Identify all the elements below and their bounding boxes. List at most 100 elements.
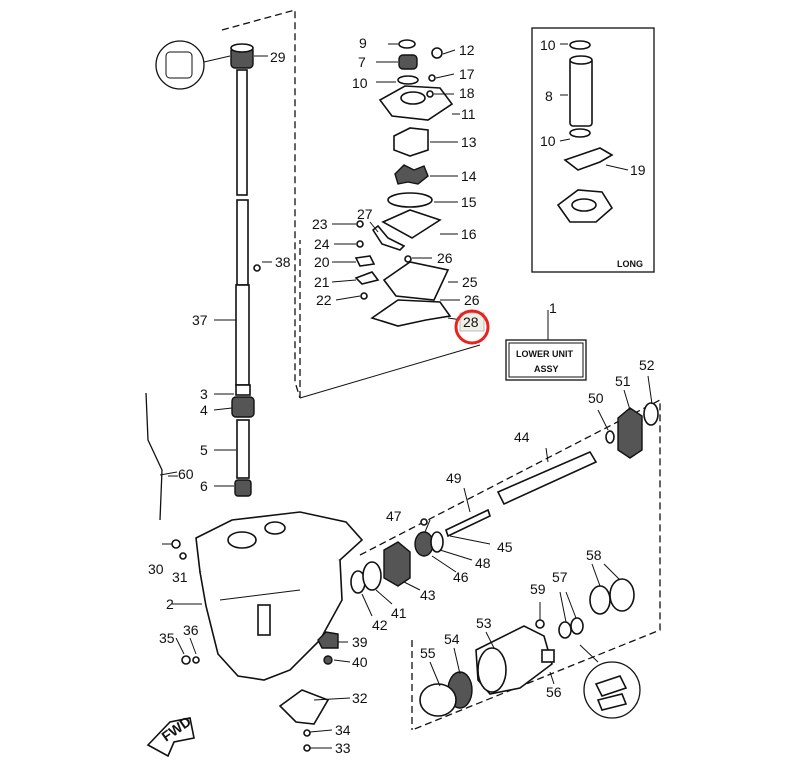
callout-19: 19 [630,162,646,178]
part-27-strap [371,224,406,251]
part-16-outer-plate [381,209,442,239]
water-pump-stack [354,39,454,327]
callout-59: 59 [530,581,546,597]
callout-26-upper: 26 [437,250,453,266]
part-2-lower-casing [171,511,364,752]
part-60-shift-rod [145,392,178,521]
drive-shaft-assembly [155,40,261,497]
part-6-pinion [234,479,252,497]
long-label: LONG [617,259,643,269]
callout-31: 31 [172,569,188,585]
callout-54: 54 [444,631,460,647]
callout-37: 37 [192,312,208,328]
lower-unit-line1: LOWER UNIT [516,349,573,359]
callout-39: 39 [352,634,368,650]
callout-44: 44 [514,429,530,445]
part-4-bearing [231,396,255,418]
part-25-gasket [382,261,450,301]
part-48-spring [430,531,444,553]
callout-23: 23 [312,216,328,232]
callout-12: 12 [459,42,475,58]
callout-2: 2 [166,596,174,612]
part-31-washer [179,552,187,560]
callout-27: 27 [357,206,373,222]
callout-5: 5 [200,442,208,458]
callout-38: 38 [275,254,291,270]
callout-50: 50 [588,390,604,406]
callout-36: 36 [183,622,199,638]
callout-32: 32 [352,690,368,706]
callout-21: 21 [314,274,330,290]
callout-20: 20 [314,254,330,270]
pump-group-frame [221,9,481,399]
callout-41: 41 [391,605,407,621]
part-40-gasket [323,655,333,665]
part-24-washer [356,240,364,248]
part-36-washer [192,656,200,664]
detail-circle-57 [583,661,641,719]
highlight-marker-28[interactable]: 28 [454,309,490,345]
part-37-drive-shaft [235,284,250,386]
callout-11: 11 [461,106,476,122]
part-35-bolt [181,655,191,665]
part-46-clutch [414,531,434,557]
lower-unit-assy: LOWER UNIT ASSY [505,310,587,381]
part-58-oring-b [609,578,635,612]
part-14-impeller [394,164,429,185]
callout-58: 58 [586,547,602,563]
part-51-reverse-gear [617,407,643,459]
callout-33: 33 [335,740,351,756]
callout-14: 14 [461,168,477,184]
callout-30: 30 [148,561,164,577]
part-47-pin [420,518,428,526]
part-52-shim [643,402,659,426]
callout-51: 51 [615,373,631,389]
part-41-bearing [362,561,382,591]
part-55-oring [419,683,457,717]
callout-55: 55 [420,645,436,661]
part-17-bolt [428,74,436,82]
callout-35: 35 [159,630,175,646]
callout-10-long-bottom: 10 [540,133,556,149]
callout-48: 48 [475,555,491,571]
callout-53: 53 [476,615,492,631]
leader-lines [159,43,653,749]
callout-10-long-top: 10 [540,37,556,53]
part-59-bolt [535,619,545,629]
callout-47: 47 [386,508,402,524]
part-21-plate [354,271,380,285]
callout-16: 16 [461,226,477,242]
callout-60: 60 [178,466,194,482]
callout-9: 9 [359,35,367,51]
long-shaft-inset: LONG [531,27,655,273]
part-23-bolt [356,220,364,228]
part-26-pin-upper [404,255,412,263]
callout-7: 7 [358,54,366,70]
part-57-seal-a [558,621,572,639]
part-19-bracket [563,147,614,171]
callout-22: 22 [316,292,332,308]
callout-1: 1 [549,300,557,316]
callout-52: 52 [639,357,655,373]
part-30-bolt [171,539,181,549]
callout-57: 57 [552,569,568,585]
callout-10-pump: 10 [352,75,368,91]
part-10-oring-bottom [569,128,591,138]
part-33-washer [303,744,311,752]
callout-26-lower: 26 [464,292,480,308]
part-32-skeg [278,689,330,725]
highlight-circle [454,309,490,345]
part-43-forward-gear [383,541,411,587]
callout-6: 6 [200,478,208,494]
callout-17: 17 [459,66,475,82]
callout-25: 25 [462,274,478,290]
part-7-seal [398,54,418,70]
callout-29: 29 [270,49,286,65]
part-28-gasket [370,299,452,327]
callout-24: 24 [314,236,330,252]
part-34-bolt [303,729,311,737]
part-49-plunger [445,508,491,538]
part-13-insert-cartridge [393,127,429,157]
